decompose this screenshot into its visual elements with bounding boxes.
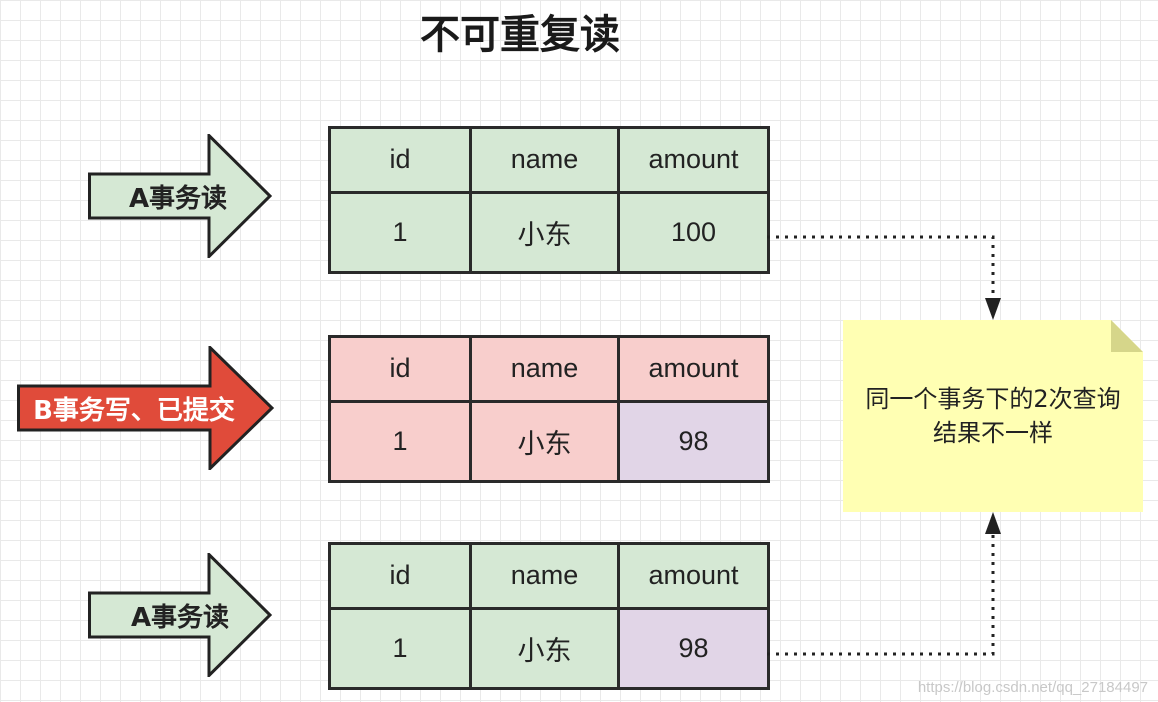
arrow-label: B事务写、已提交 (33, 395, 235, 426)
arrow-label: A事务读 (130, 602, 230, 633)
cell-amount: 100 (617, 190, 770, 275)
table-row: 1 小东 98 (328, 606, 770, 691)
table-first-read: id name amount 1 小东 100 (328, 126, 770, 275)
header-amount: amount (617, 542, 770, 610)
header-name: name (469, 335, 620, 403)
note-text: 同一个事务下的2次查询结果不一样 (865, 385, 1121, 447)
header-id: id (328, 335, 472, 403)
cell-id: 1 (328, 399, 472, 484)
header-amount: amount (617, 335, 770, 403)
arrow-a-read-2: A事务读 (88, 553, 272, 677)
connector-bottom-arrowhead (985, 512, 1001, 534)
cell-id: 1 (328, 190, 472, 275)
arrow-a-read-1: A事务读 (88, 134, 272, 258)
cell-name: 小东 (469, 190, 620, 275)
table-write: id name amount 1 小东 98 (328, 335, 770, 484)
cell-amount-changed: 98 (617, 606, 770, 691)
connector-top (767, 235, 995, 306)
cell-name: 小东 (469, 399, 620, 484)
arrow-shape (17, 346, 275, 470)
watermark: https://blog.csdn.net/qq_27184497 (917, 679, 1148, 696)
table-header-row: id name amount (328, 335, 770, 403)
note-shape (843, 320, 1143, 512)
cell-id: 1 (328, 606, 472, 691)
table-header-row: id name amount (328, 542, 770, 610)
header-amount: amount (617, 126, 770, 194)
header-id: id (328, 542, 472, 610)
sticky-note: 同一个事务下的2次查询结果不一样 (843, 320, 1143, 512)
table-row: 1 小东 98 (328, 399, 770, 484)
arrow-shape (88, 134, 272, 258)
connector-top-arrowhead (985, 298, 1001, 320)
diagram-title: 不可重复读 (420, 12, 620, 58)
arrow-label: A事务读 (128, 183, 228, 214)
arrow-b-write: B事务写、已提交 (17, 346, 275, 470)
cell-amount-changed: 98 (617, 399, 770, 484)
header-id: id (328, 126, 472, 194)
cell-name: 小东 (469, 606, 620, 691)
arrow-shape (88, 553, 272, 677)
header-name: name (469, 126, 620, 194)
connector-bottom (767, 526, 995, 656)
table-second-read: id name amount 1 小东 98 (328, 542, 770, 691)
table-header-row: id name amount (328, 126, 770, 194)
header-name: name (469, 542, 620, 610)
table-row: 1 小东 100 (328, 190, 770, 275)
